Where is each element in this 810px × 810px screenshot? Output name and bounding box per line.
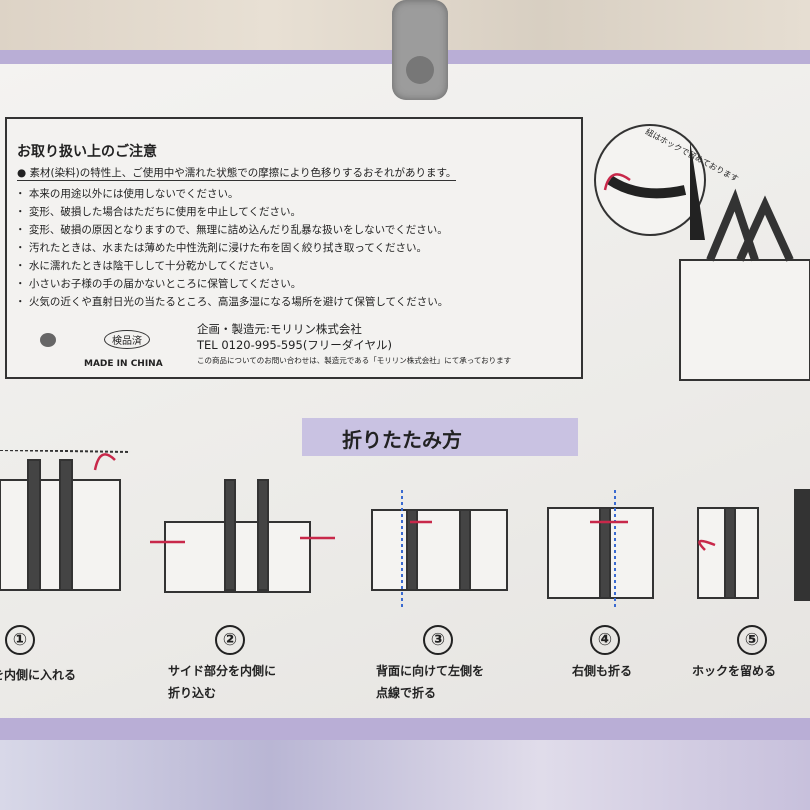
step-2-drawing xyxy=(150,479,335,593)
step-3-caption: 背面に向けて左側を 点線で折る xyxy=(376,664,485,700)
notice-title: お取り扱い上のご注意 xyxy=(17,144,157,160)
maker-tel: TEL 0120-995-595(フリーダイヤル) xyxy=(197,338,392,352)
step-5-number: ⑤ xyxy=(737,625,767,655)
notice-item: ・ 変形、破損の原因となりますので、無理に詰め込んだり乱暴な扱いをしないでくださ… xyxy=(15,224,448,236)
step-4-drawing xyxy=(547,490,654,610)
notice-items: ・ 本来の用途以外には使用しないでください。 ・ 変形、破損した場合はただちに使… xyxy=(15,185,448,311)
folding-title: 折りたたみ方 xyxy=(302,418,578,456)
maker-name: 企画・製造元:モリリン株式会社 xyxy=(197,322,362,336)
notice-item: ・ 変形、破損した場合はただちに使用を中止してください。 xyxy=(15,206,301,218)
folding-steps-illustration xyxy=(0,450,810,610)
notice-item: ・ 本来の用途以外には使用しないでください。 xyxy=(15,188,239,200)
step-5-caption: ホックを留める xyxy=(692,664,777,678)
notice-item: ・ 小さいお子様の手の届かないところに保管してください。 xyxy=(15,278,302,290)
step-4-caption: 右側も折る xyxy=(572,664,633,678)
hanger-clip xyxy=(392,0,448,100)
notice-item: ・ 火気の近くや直射日光の当たるところ、高温多湿になる場所を避けて保管してくださ… xyxy=(15,296,449,308)
step-1-drawing xyxy=(0,450,131,591)
notice-warning: ● 素材(染料)の特性上、ご使用中や濡れた状態での摩擦により色移りするおそれがあ… xyxy=(17,167,457,181)
step-2-number: ② xyxy=(215,625,245,655)
step-3-number: ③ xyxy=(423,625,453,655)
step-4-number: ④ xyxy=(590,625,620,655)
step-1-number: ① xyxy=(5,625,35,655)
inspected-stamp: 検品済 xyxy=(104,330,150,349)
hook-illustration xyxy=(594,124,810,381)
inquiry-note: この商品についてのお問い合わせは、製造元である「モリリン株式会社」にて承っており… xyxy=(197,356,512,365)
maker-info: 企画・製造元:モリリン株式会社 TEL 0120-995-595(フリーダイヤル… xyxy=(197,321,392,353)
notice-item: ・ 水に濡れたときは陰干しして十分乾かしてください。 xyxy=(15,260,280,272)
step-1-caption: を内側に入れる xyxy=(0,668,77,682)
punch-hole xyxy=(40,333,56,347)
step-2-caption: サイド部分を内側に 折り込む xyxy=(168,664,277,700)
notice-item: ・ 汚れたときは、水または薄めた中性洗剤に浸けた布を固く絞り拭き取ってください。 xyxy=(15,242,427,254)
made-in-label: MADE IN CHINA xyxy=(84,359,163,369)
bag-fabric xyxy=(0,740,810,810)
step-5-drawing xyxy=(697,489,810,601)
care-notice-box: お取り扱い上のご注意 ● 素材(染料)の特性上、ご使用中や濡れた状態での摩擦によ… xyxy=(5,117,583,379)
step-3-drawing xyxy=(371,490,508,610)
